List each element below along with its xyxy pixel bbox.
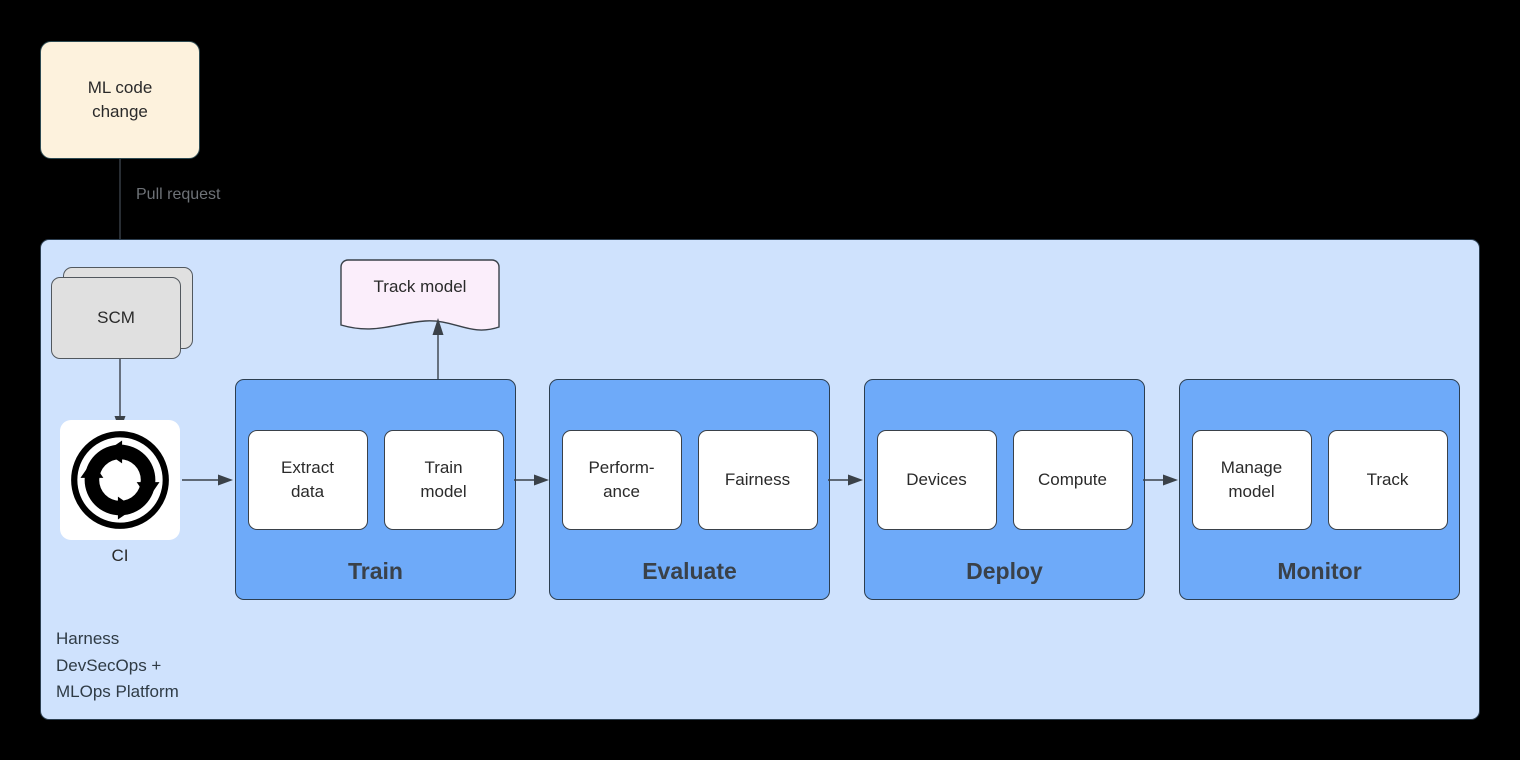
cycle-arrows-icon — [71, 431, 169, 529]
scm-front-sheet: SCM — [51, 277, 181, 359]
pull-request-edge-label: Pull request — [136, 186, 221, 203]
stage-card-performance[interactable]: Perform- ance — [561, 430, 682, 530]
track-model-note[interactable]: Track model — [340, 259, 500, 337]
stage-monitor-cards: Manage model Track — [1180, 380, 1459, 599]
stage-card-manage-model[interactable]: Manage model — [1191, 430, 1312, 530]
stage-evaluate[interactable]: Perform- ance Fairness Evaluate — [549, 379, 830, 600]
stage-deploy-title: Deploy — [966, 558, 1043, 584]
ml-code-change-label: ML code change — [87, 78, 153, 121]
train-to-evaluate-arrow — [514, 473, 550, 487]
stage-card-fairness[interactable]: Fairness — [697, 430, 818, 530]
deploy-to-monitor-arrow — [1143, 473, 1179, 487]
track-model-label: Track model — [373, 277, 467, 296]
stage-card-compute[interactable]: Compute — [1012, 430, 1133, 530]
scm-node[interactable]: SCM — [51, 267, 193, 359]
stage-deploy[interactable]: Devices Compute Deploy — [864, 379, 1145, 600]
stage-card-label: Track — [1366, 470, 1409, 489]
stage-card-label: Extract data — [281, 458, 334, 501]
stage-card-label: Train model — [420, 458, 467, 501]
evaluate-to-deploy-arrow — [828, 473, 864, 487]
stage-evaluate-cards: Perform- ance Fairness — [550, 380, 829, 599]
ci-to-train-arrow — [182, 473, 234, 487]
stage-card-track[interactable]: Track — [1327, 430, 1448, 530]
stage-card-extract-data[interactable]: Extract data — [247, 430, 368, 530]
ml-code-change-node[interactable]: ML code change — [40, 41, 200, 159]
stage-evaluate-title: Evaluate — [642, 558, 737, 584]
platform-label: Harness DevSecOps + MLOps Platform — [56, 629, 179, 701]
stage-card-label: Fairness — [724, 470, 791, 489]
stage-card-label: Devices — [906, 470, 967, 489]
stage-train[interactable]: Extract data Train model Train — [235, 379, 516, 600]
train-to-track-model-arrow — [431, 318, 445, 380]
scm-label: SCM — [97, 308, 135, 327]
ci-label: CI — [111, 546, 129, 565]
stage-card-label: Compute — [1038, 470, 1107, 489]
stage-card-label: Manage model — [1220, 458, 1283, 501]
stage-card-label: Perform- ance — [588, 458, 655, 501]
stage-monitor[interactable]: Manage model Track Monitor — [1179, 379, 1460, 600]
stage-card-devices[interactable]: Devices — [876, 430, 997, 530]
stage-monitor-title: Monitor — [1277, 558, 1362, 584]
stage-train-title: Train — [348, 558, 403, 584]
stage-train-cards: Extract data Train model — [236, 380, 515, 599]
stage-deploy-cards: Devices Compute — [865, 380, 1144, 599]
stage-card-train-model[interactable]: Train model — [383, 430, 504, 530]
ci-node[interactable] — [60, 420, 180, 540]
